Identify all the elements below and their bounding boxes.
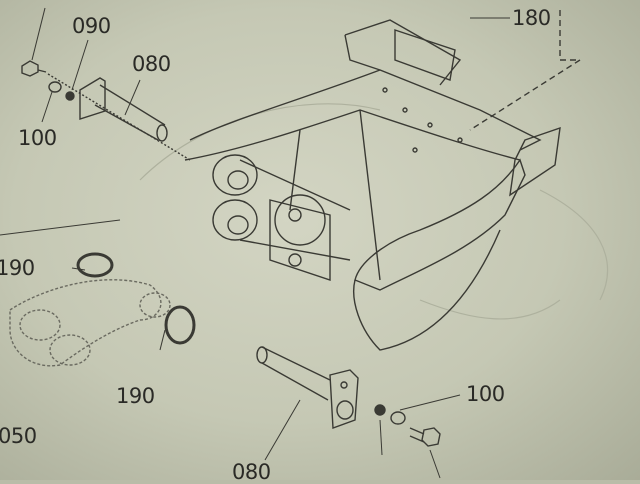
bolt-110-top	[21, 60, 47, 77]
o-ring-190-left	[76, 252, 114, 278]
label-190-left: 190	[0, 256, 35, 280]
nut-090-top	[65, 91, 75, 101]
pin-080-bottom	[256, 346, 359, 429]
leader-lines	[0, 7, 510, 479]
label-090-top: 090	[72, 14, 111, 38]
o-ring-190-bottom	[164, 305, 196, 345]
link-arm	[9, 279, 171, 367]
nut-090-bottom	[374, 404, 386, 416]
pin-080-top	[47, 73, 191, 161]
label-100-left: 100	[18, 126, 57, 150]
label-100-right: 100	[466, 382, 505, 406]
bucket-body	[184, 10, 583, 351]
label-190-bottom: 190	[116, 384, 155, 408]
label-080-bottom: 080	[232, 460, 271, 484]
label-080-top: 080	[132, 52, 171, 76]
label-180: 180	[512, 6, 551, 30]
washer-100-top	[48, 81, 62, 93]
bolt-110-bottom	[409, 427, 441, 447]
pin-bosses	[212, 154, 351, 281]
label-050: 050	[0, 424, 37, 448]
washer-100-bottom	[390, 411, 406, 425]
